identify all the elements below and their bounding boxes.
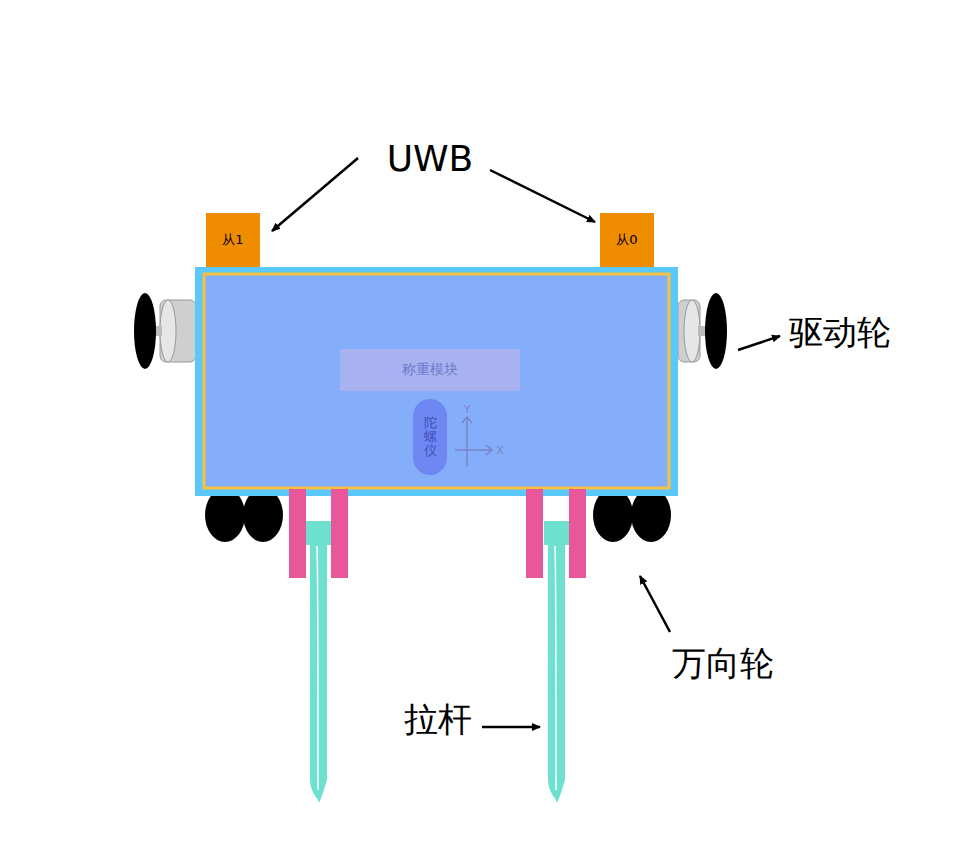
node-text: 陀螺仪 [424, 416, 437, 459]
leader-arrow [490, 170, 595, 222]
y-axis [466, 418, 468, 467]
rod-bracket [289, 489, 306, 578]
leader-arrow [272, 158, 358, 231]
gyroscope: 陀螺仪 [413, 399, 447, 475]
leader-arrow [640, 576, 670, 632]
part-label: 万向轮 [672, 641, 774, 687]
caster-wheel [243, 488, 283, 542]
rod-bracket [569, 489, 586, 578]
drive-wheel [134, 293, 156, 369]
axis-label: X [496, 444, 504, 457]
motor [160, 300, 196, 362]
rod-bracket [526, 489, 543, 578]
pull-rod [310, 521, 327, 803]
cart-inner-frame [204, 274, 669, 488]
part-label: 拉杆 [404, 697, 472, 743]
caster-wheel [593, 488, 633, 542]
rod-highlight [555, 546, 556, 790]
motor-face [160, 300, 176, 362]
cart-body [195, 267, 678, 496]
motor [678, 300, 700, 362]
axis-head [462, 417, 472, 423]
rod-bracket [331, 489, 348, 578]
leader-arrow [738, 336, 780, 350]
part-label: UWB [387, 138, 474, 179]
uwb-module: 从1 [206, 213, 260, 267]
node-text: 称重模块 [402, 361, 458, 379]
leader-arrow [482, 726, 540, 729]
part-label: 驱动轮 [789, 310, 891, 356]
uwb-module: 从0 [600, 213, 654, 267]
axis-label: Y [464, 403, 471, 416]
rod-highlight [317, 546, 318, 790]
weighing-module: 称重模块 [340, 349, 520, 391]
x-axis [455, 449, 492, 451]
node-text: 从1 [222, 231, 243, 249]
node-text: 从0 [616, 231, 637, 249]
caster-wheel [631, 488, 671, 542]
pull-rod [548, 521, 565, 803]
drive-wheel [705, 293, 727, 369]
axis-head [486, 445, 492, 455]
rod-head [544, 521, 569, 545]
caster-wheel [205, 488, 245, 542]
motor-face [684, 300, 700, 362]
rod-head [306, 521, 331, 545]
